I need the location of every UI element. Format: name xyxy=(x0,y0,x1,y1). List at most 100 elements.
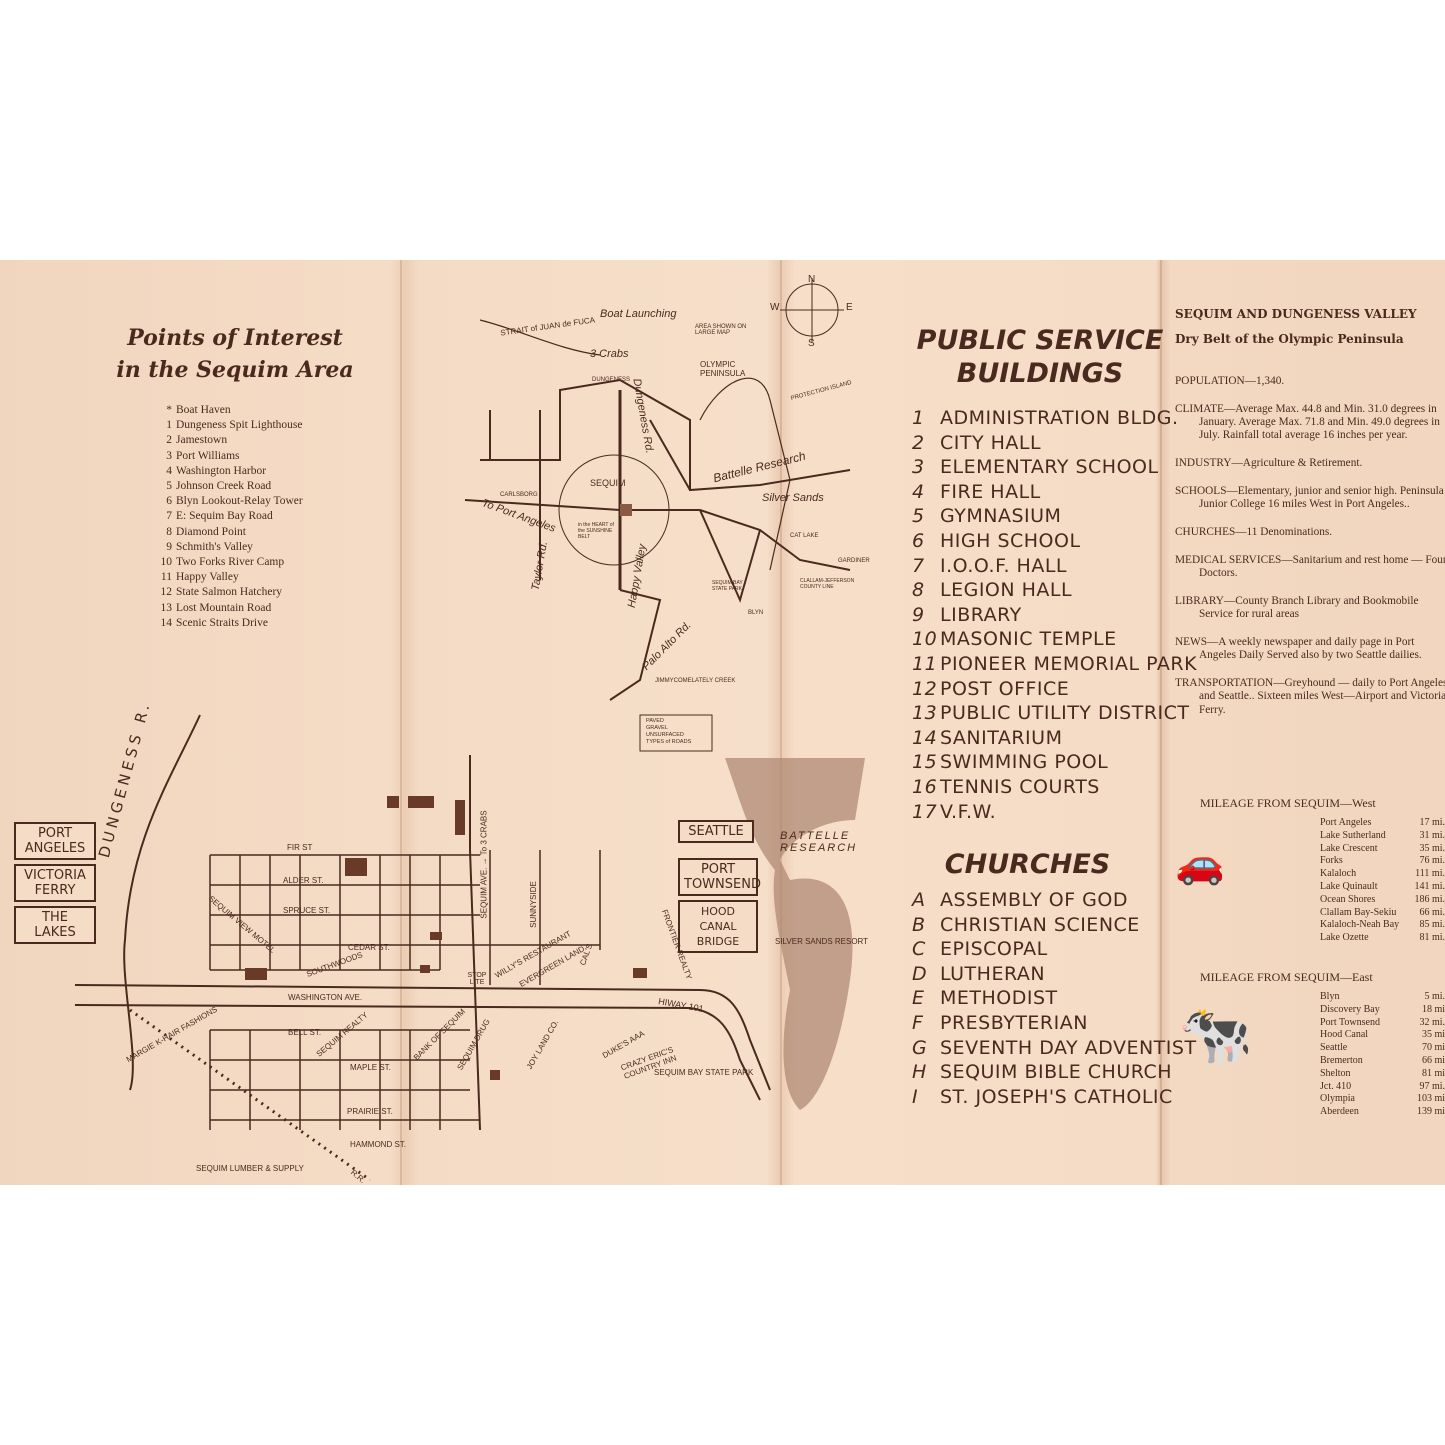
street-hammond: HAMMOND ST. xyxy=(350,1140,406,1149)
mileage-distance: 66 mi. xyxy=(1419,906,1445,918)
mileage-place: Olympia xyxy=(1320,1093,1355,1105)
olympic-peninsula-label: OLYMPIC PENINSULA xyxy=(700,360,746,378)
poi-label: Happy Valley xyxy=(176,571,239,584)
mileage-distance: 85 mi. xyxy=(1419,919,1445,931)
item-label: SANITARIUM xyxy=(940,726,1063,749)
item-key: H xyxy=(912,1061,927,1084)
item-key: D xyxy=(912,962,928,985)
poi-item: *Boat Haven xyxy=(158,403,303,418)
item-key: 13 xyxy=(912,702,938,725)
inset-label: AREA SHOWN ON LARGE MAP xyxy=(695,324,747,336)
gardiner-label: GARDINER xyxy=(838,558,870,564)
info-paragraph: TRANSPORTATION—Greyhound — daily to Port… xyxy=(1175,677,1445,716)
mileage-distance: 81 mi. xyxy=(1419,932,1445,944)
poi-label: Dungeness Spit Lighthouse xyxy=(176,419,303,432)
item-key: G xyxy=(912,1036,928,1059)
item-key: E xyxy=(912,987,925,1010)
mileage-place: Bremerton xyxy=(1320,1054,1363,1066)
business-sequim-lumber: SEQUIM LUMBER & SUPPLY xyxy=(196,1164,304,1173)
battelle-research-label: BATTELLE RESEARCH xyxy=(780,830,858,854)
item-label: PRESBYTERIAN xyxy=(940,1011,1088,1034)
roads-legend-box xyxy=(639,714,713,752)
boat-launching-label: Boat Launching xyxy=(600,308,677,320)
info-paragraph: CLIMATE—Average Max. 44.8 and Min. 31.0 … xyxy=(1175,402,1440,442)
poi-label: Schmith's Valley xyxy=(176,540,253,553)
item-key: 10 xyxy=(912,628,938,651)
item-key: 16 xyxy=(912,775,938,798)
poi-label: Boat Haven xyxy=(176,404,231,416)
item-key: 15 xyxy=(912,751,938,774)
mileage-distance: 5 mi. xyxy=(1424,991,1445,1002)
poi-label: Jamestown xyxy=(176,434,228,447)
mileage-place: Lake Quinault xyxy=(1320,880,1378,892)
info-paragraph: LIBRARY—County Branch Library and Bookmo… xyxy=(1175,594,1419,621)
cat-lake-label: CAT LAKE xyxy=(790,533,819,539)
mileage-row: Discovery Bay 18 mi xyxy=(1320,1004,1445,1017)
mileage-distance: 18 mi xyxy=(1421,1003,1445,1015)
public-title-line2: BUILDINGS xyxy=(956,358,1124,389)
legend-unsurfaced: UNSURFACED xyxy=(646,732,684,738)
item-label: POST OFFICE xyxy=(940,677,1070,700)
business-silver-sands: SILVER SANDS RESORT xyxy=(775,937,869,946)
compass-west: W xyxy=(770,302,780,313)
street-sequim-ave: SEQUIM AVE. → To 3 CRABS xyxy=(479,810,489,919)
poi-number: 8 xyxy=(166,525,172,538)
area-roads xyxy=(464,278,851,701)
item-key: 17 xyxy=(912,800,938,823)
mileage-distance: 139 mi xyxy=(1416,1106,1445,1118)
info-paragraph: INDUSTRY—Agriculture & Retirement. xyxy=(1175,457,1363,470)
mileage-place: Blyn xyxy=(1320,991,1340,1002)
mileage-place: Jct. 410 xyxy=(1320,1080,1352,1092)
item-label: LUTHERAN xyxy=(940,962,1046,985)
poi-label: Two Forks River Camp xyxy=(176,556,285,569)
item-key: 8 xyxy=(912,579,925,602)
item-label: ASSEMBLY OF GOD xyxy=(940,889,1128,911)
item-key: 4 xyxy=(912,480,925,503)
poi-label: E: Sequim Bay Road xyxy=(176,510,273,523)
info-paragraph: MEDICAL SERVICES—Sanitarium and rest hom… xyxy=(1175,553,1445,580)
mileage-row: Blyn 5 mi. xyxy=(1320,991,1445,1004)
map-drawings xyxy=(74,278,865,1182)
churches-title: CHURCHES xyxy=(944,849,1111,880)
item-label: ADMINISTRATION BLDG. xyxy=(940,407,1179,429)
mileage-place: Discovery Bay xyxy=(1320,1003,1380,1015)
public-title: PUBLIC SERVICE BUILDINGS xyxy=(915,324,1165,390)
poi-number: 10 xyxy=(160,556,173,569)
street-sunnyside: SUNNYSIDE xyxy=(528,881,538,928)
sunshine-belt-label: in the HEART of the SUNSHINE BELT xyxy=(578,522,614,540)
silver-sands-label: Silver Sands xyxy=(762,492,824,504)
mileage-distance: 186 mi. xyxy=(1414,893,1445,905)
poi-label: Scenic Straits Drive xyxy=(176,616,268,629)
info-subtitle: Dry Belt of the Olympic Peninsula xyxy=(1175,332,1404,346)
mileage-place: Kalaloch xyxy=(1320,868,1357,880)
mileage-place: Forks xyxy=(1320,855,1343,867)
compass-north: N xyxy=(808,274,816,285)
legend-title: TYPES of ROADS xyxy=(646,739,692,745)
mileage-place: Lake Ozette xyxy=(1320,932,1369,944)
item-key: F xyxy=(912,1011,924,1034)
mileage-place: Hood Canal xyxy=(1320,1029,1369,1041)
mileage-distance: 31 mi. xyxy=(1419,829,1445,841)
item-key: 9 xyxy=(912,603,925,626)
jimmycomelately-label: JIMMYCOMELATELY CREEK xyxy=(655,678,736,684)
mileage-row: Lake Ozette 81 mi. xyxy=(1320,932,1445,945)
mileage-place: Lake Crescent xyxy=(1320,842,1378,854)
